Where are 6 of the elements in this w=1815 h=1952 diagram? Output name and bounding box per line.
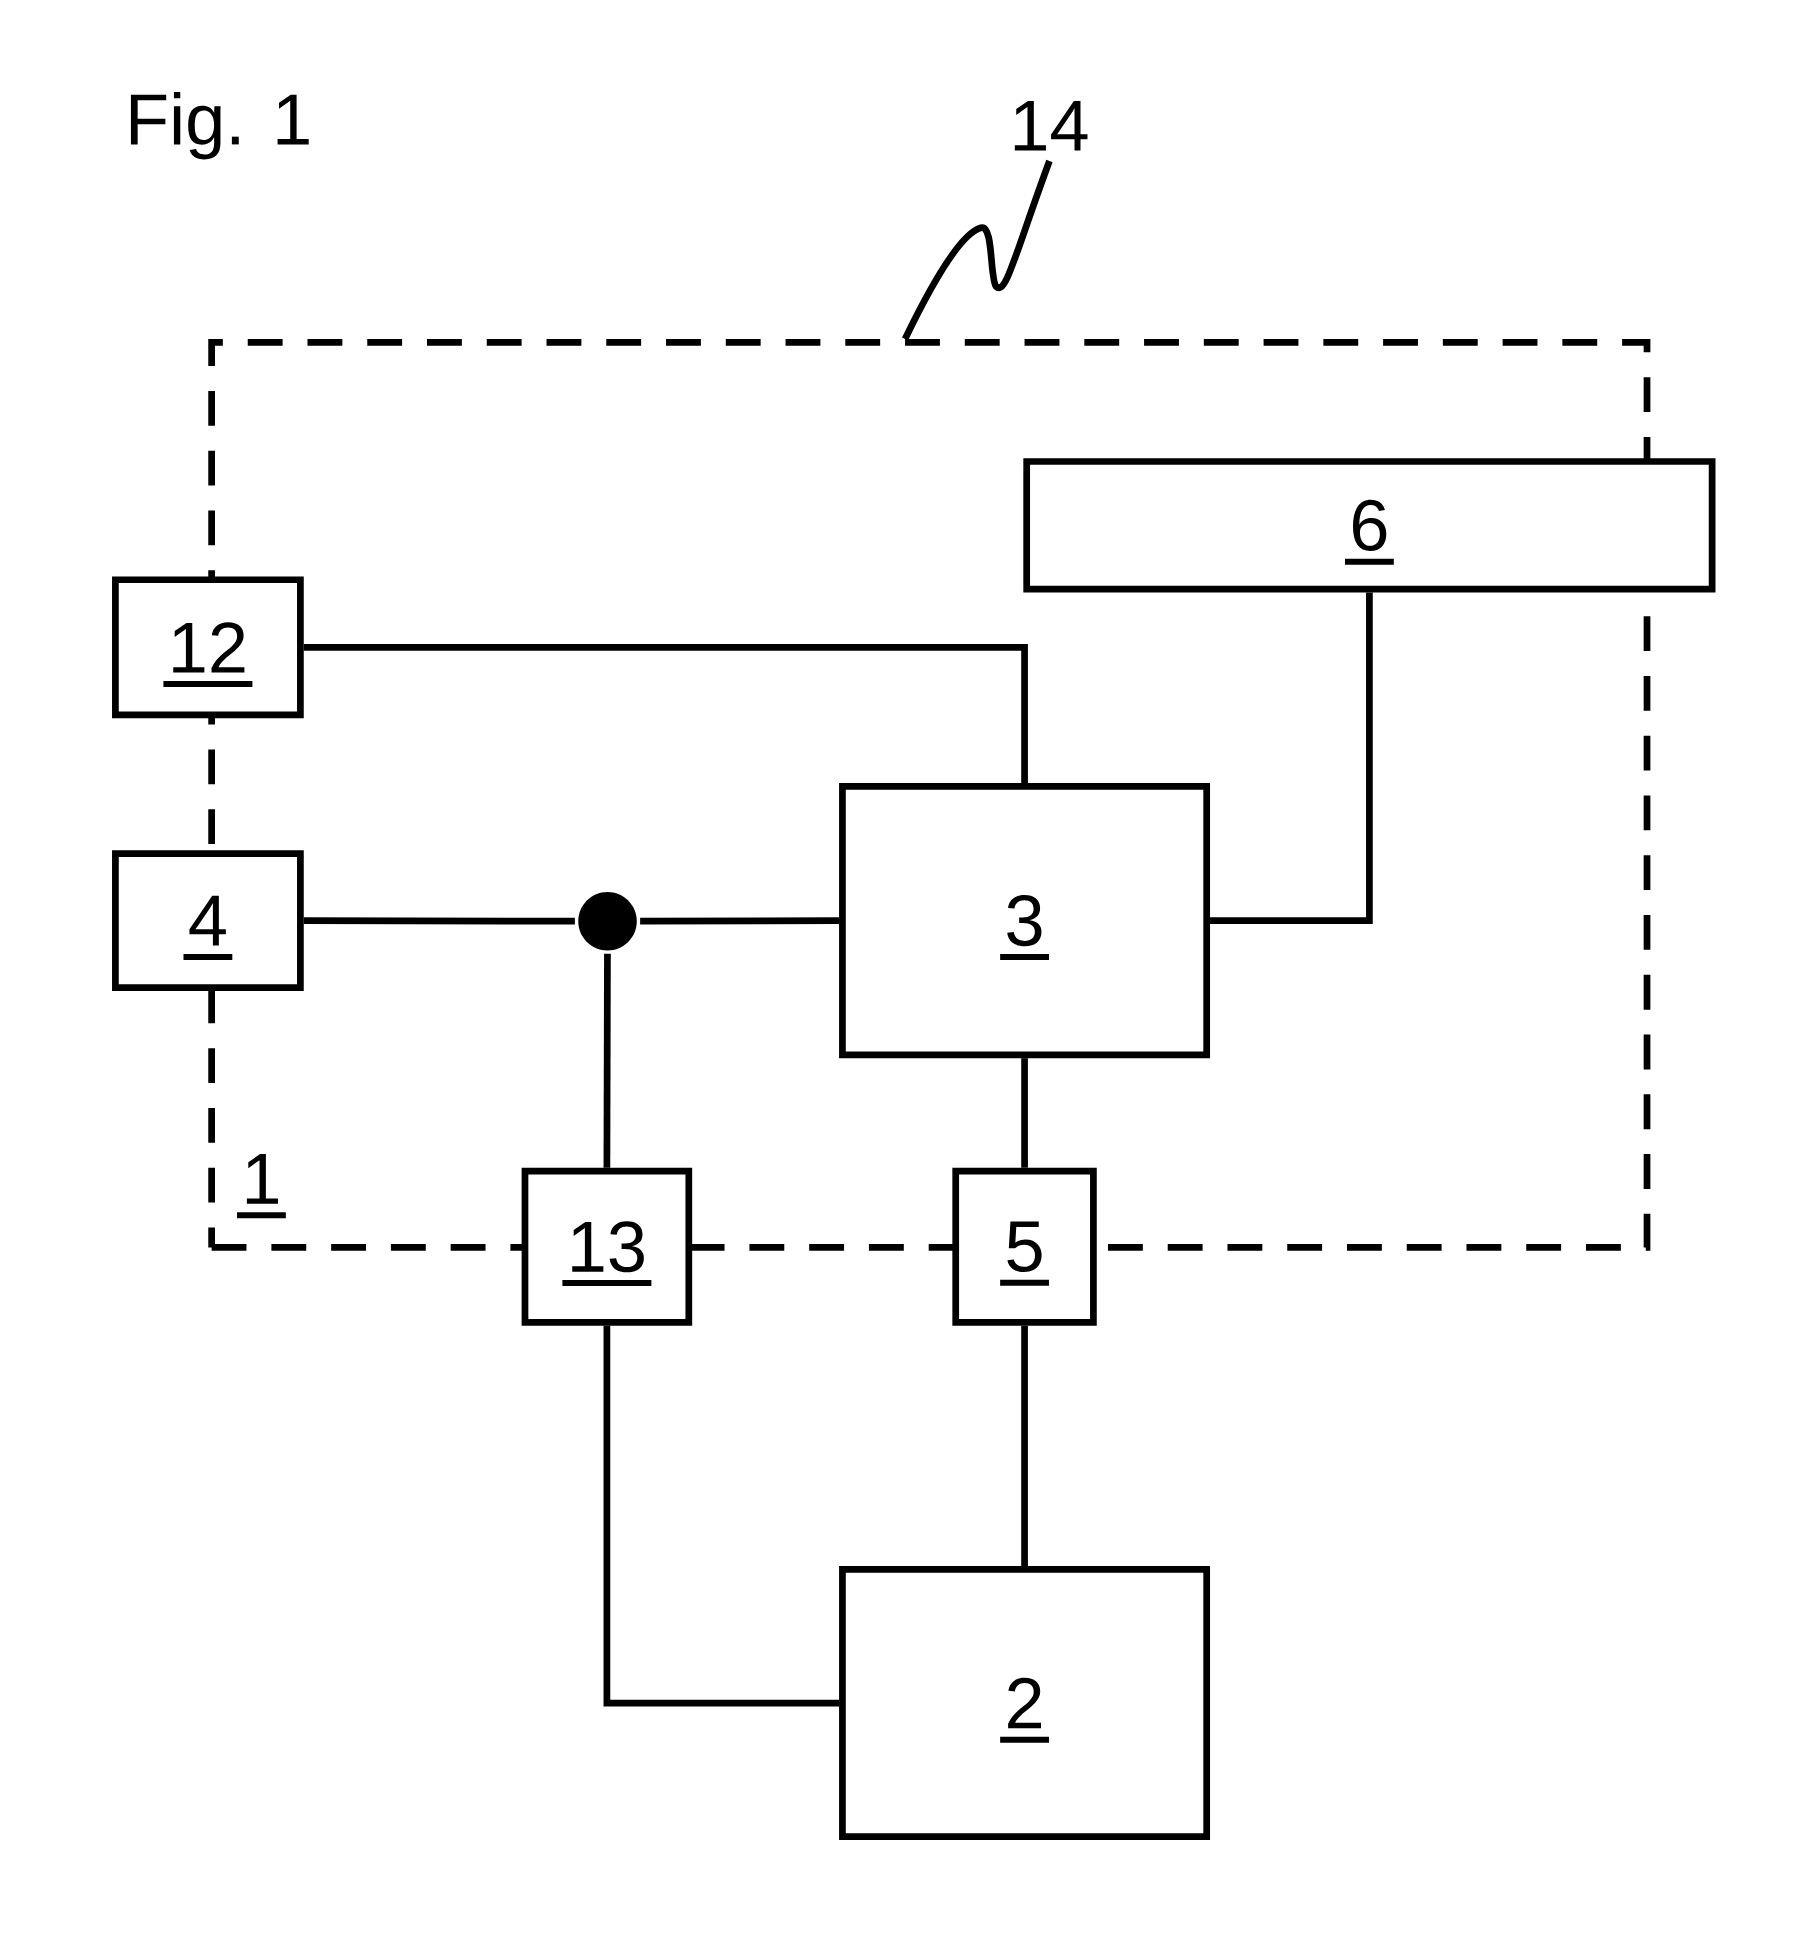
figure-title: Fig. 1 [130,92,309,160]
reference-numeral: 14 [1014,100,1088,151]
leader-line [902,159,1053,341]
connector-line [603,1325,840,1707]
connector-line [1021,1325,1028,1567]
component-box: 2 [839,1566,1210,1840]
